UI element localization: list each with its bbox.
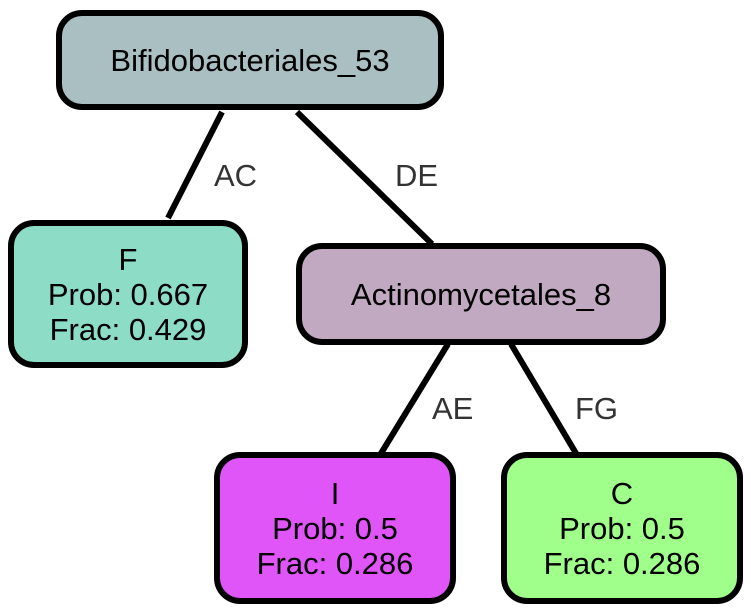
node-prob: Prob: 0.5 [272, 510, 398, 546]
node-label: Bifidobacteriales_53 [110, 42, 390, 78]
node-label: Actinomycetales_8 [350, 276, 612, 312]
node-frac: Frac: 0.286 [543, 545, 701, 581]
edge-label-ac: AC [214, 158, 258, 193]
edge-label-fg: FG [575, 391, 619, 426]
node-frac: Frac: 0.429 [49, 311, 207, 347]
edge-root-to-f [165, 110, 225, 220]
edge-label-ae: AE [432, 391, 474, 426]
node-i[interactable]: I Prob: 0.5 Frac: 0.286 [214, 452, 456, 604]
node-f[interactable]: F Prob: 0.667 Frac: 0.429 [8, 220, 248, 368]
node-frac: Frac: 0.286 [256, 545, 414, 581]
edge-label-de: DE [395, 158, 439, 193]
node-label: C [610, 475, 634, 511]
node-bifidobacteriales[interactable]: Bifidobacteriales_53 [56, 10, 444, 110]
node-actinomycetales[interactable]: Actinomycetales_8 [296, 243, 666, 345]
node-label: I [330, 475, 340, 511]
edge-actinomycetales-to-c [508, 342, 580, 457]
node-prob: Prob: 0.667 [47, 276, 209, 312]
node-label: F [118, 241, 138, 277]
edge-actinomycetales-to-i [377, 342, 451, 457]
node-c[interactable]: C Prob: 0.5 Frac: 0.286 [501, 452, 743, 604]
node-prob: Prob: 0.5 [559, 510, 685, 546]
edge-root-to-actinomycetales [294, 109, 435, 247]
